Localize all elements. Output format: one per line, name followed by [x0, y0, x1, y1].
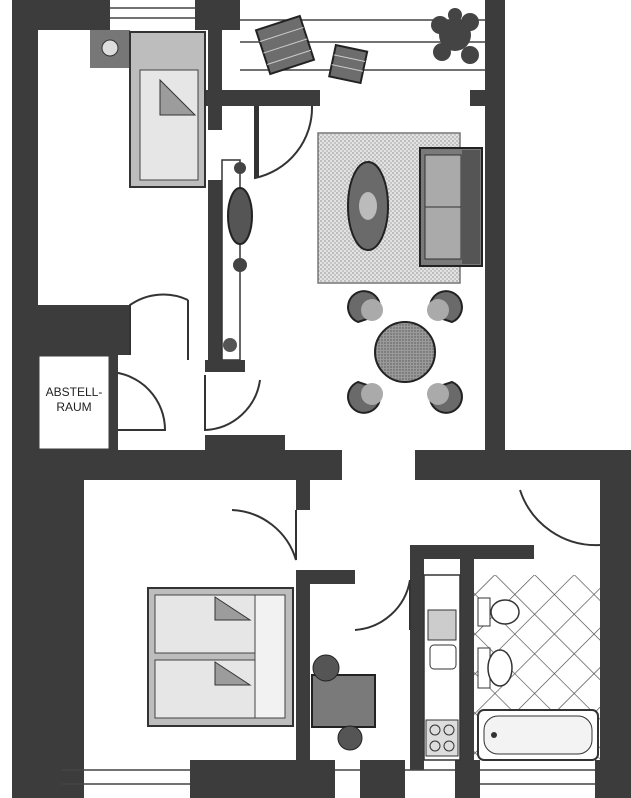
door-living — [254, 105, 314, 180]
bedroom-2 — [147, 509, 297, 727]
tv — [227, 187, 253, 245]
living-room — [221, 105, 483, 414]
hall — [311, 579, 411, 751]
double-bed — [147, 587, 294, 727]
outer-walls — [12, 0, 631, 798]
storage-label-line1: ABSTELL- — [45, 385, 103, 399]
washbasin — [477, 647, 513, 689]
stove — [425, 719, 459, 757]
balcony — [254, 8, 479, 85]
desk-with-chair — [311, 654, 376, 751]
potted-plant — [431, 8, 479, 64]
storage-label-line2: RAUM — [56, 400, 92, 414]
deck-chair-2 — [328, 43, 369, 85]
bathtub — [477, 709, 599, 761]
kitchen — [423, 574, 461, 761]
toilet — [477, 597, 520, 627]
hall-doors — [109, 293, 261, 432]
storage-room-label: ABSTELL- RAUM — [38, 385, 110, 415]
dining-set — [347, 290, 463, 414]
sofa — [419, 147, 483, 267]
door-bedroom-2 — [231, 509, 297, 561]
bedroom-1 — [90, 30, 206, 188]
deck-chair — [254, 14, 316, 76]
bathroom — [474, 489, 601, 761]
kitchen-sink — [427, 609, 457, 641]
